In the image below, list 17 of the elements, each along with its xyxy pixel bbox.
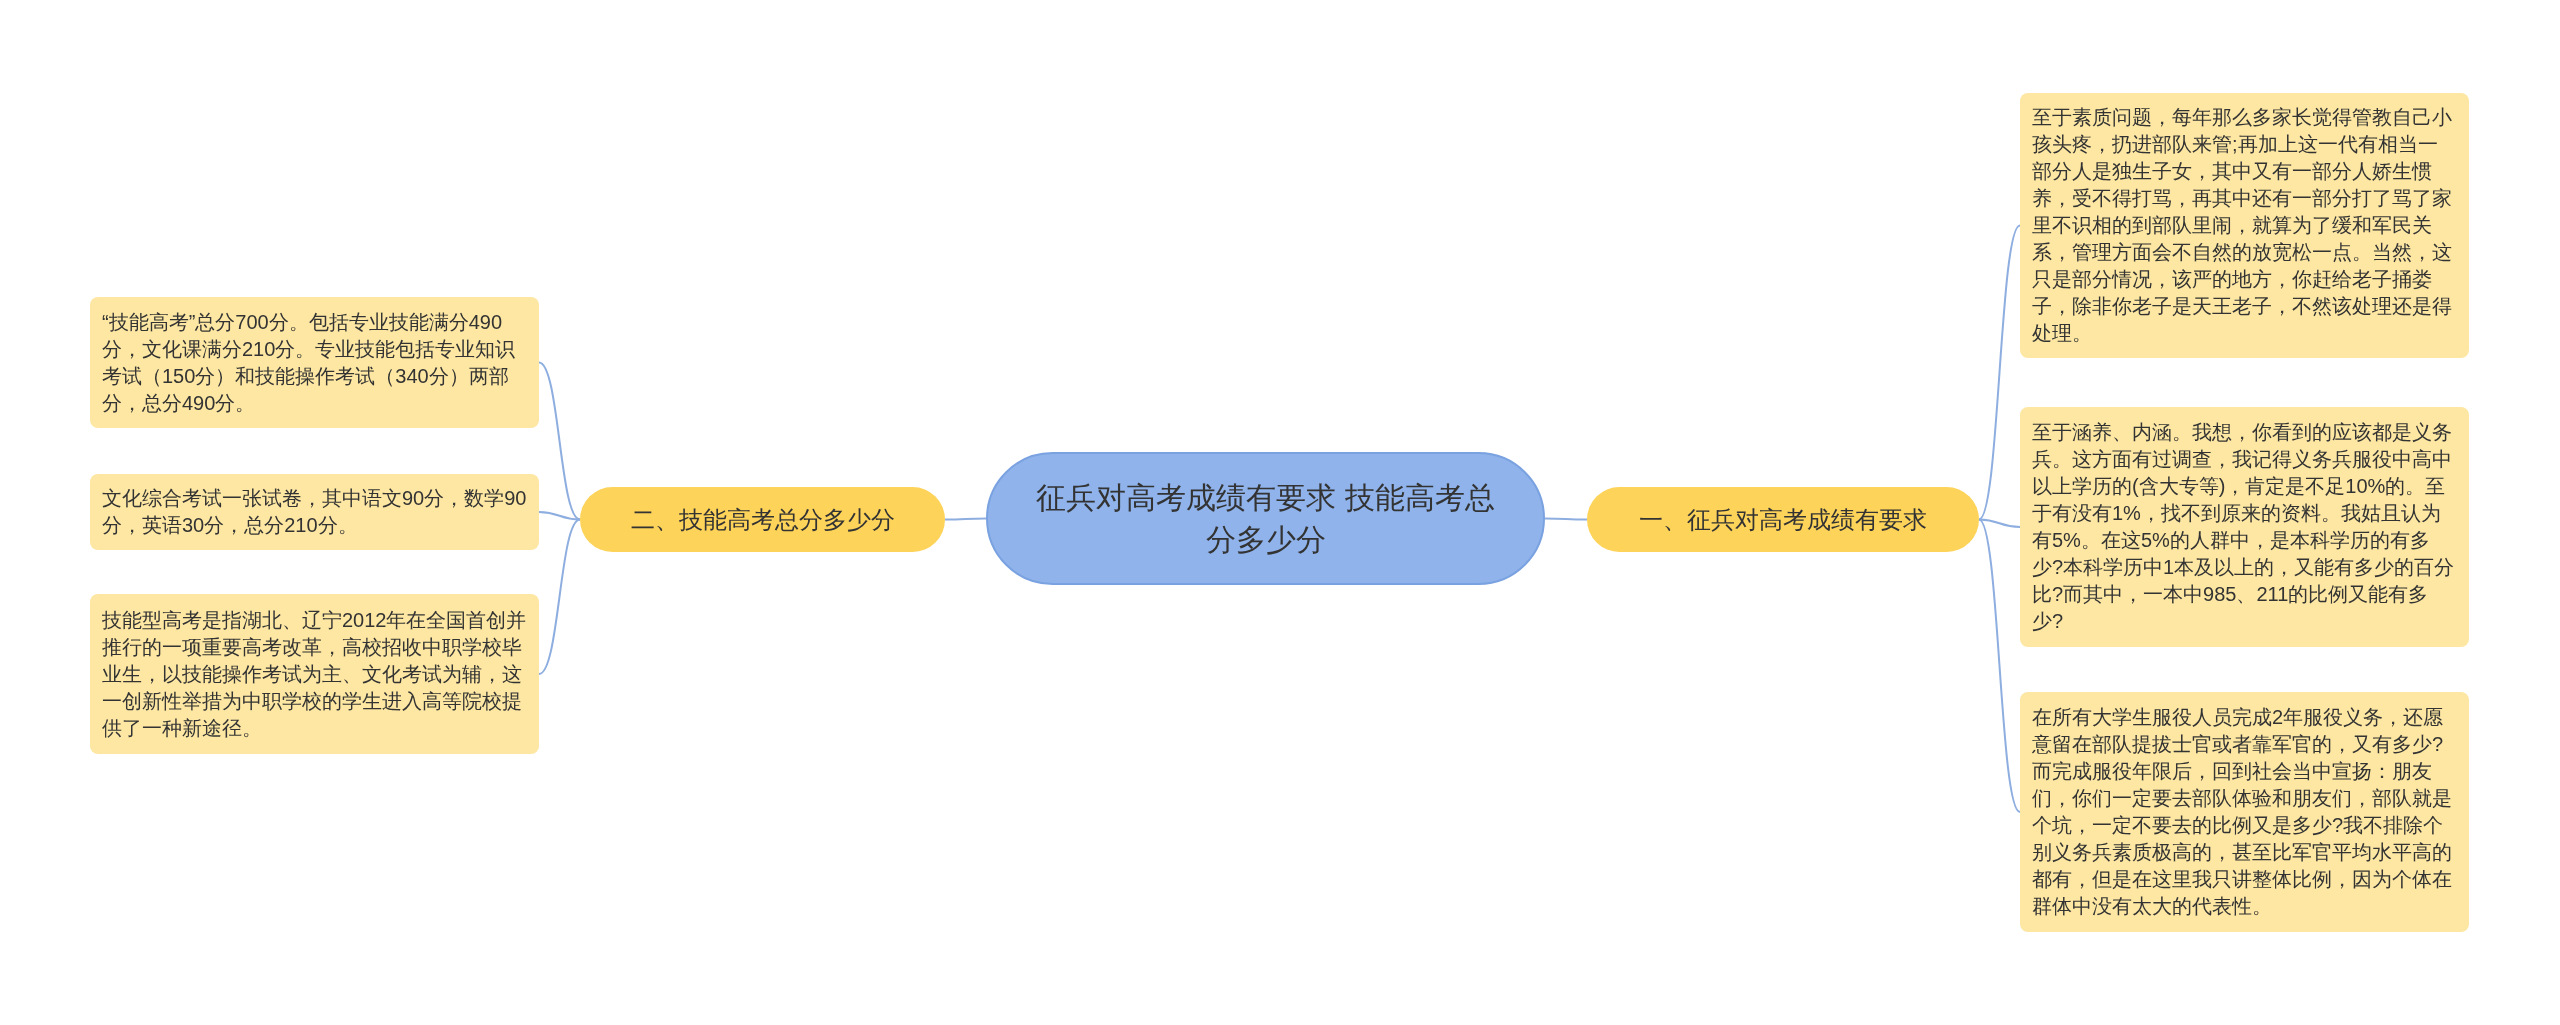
connector-line — [538, 361, 581, 521]
branch-node: 二、技能高考总分多少分 — [580, 487, 945, 552]
connector-line — [1544, 517, 1588, 521]
note-card: “技能高考”总分700分。包括专业技能满分490分，文化课满分210分。专业技能包括专业知识考试（150分）和技能操作考试（340分）两部分，总分490分。 — [90, 297, 539, 428]
connector-line — [538, 511, 581, 521]
branch-node: 一、征兵对高考成绩有要求 — [1587, 487, 1979, 552]
note-card: 至于素质问题，每年那么多家长觉得管教自己小孩头疼，扔进部队来管;再加上这一代有相当一部分人是独生子女，其中又有一部分人娇生惯养，受不得打骂，再其中还有一部分打了骂了家里不识相的到部队里闹，就算为了缓和军民关系，管理方面会不自然的放宽松一点。当然，这只是部分情况，该严的地方，你赶给老子捅娄子，除非你老子是天王老子，不然该处理还是得处理。 — [2020, 93, 2469, 358]
topic-node: 征兵对高考成绩有要求 技能高考总分多少分 — [986, 452, 1545, 585]
note-card: 至于涵养、内涵。我想，你看到的应该都是义务兵。这方面有过调查，我记得义务兵服役中高中以上学历的(含大专等)，肯定是不足10%的。至于有没有1%，找不到原来的资料。我姑且认为有5%。在这5%的人群中，是本科学历的有多少?本科学历中1本及以上的，又能有多少的百分比?而其中，一本中985、211的比例又能有多少? — [2020, 407, 2469, 647]
connector-line — [538, 518, 581, 675]
connector-line — [1978, 518, 2021, 528]
connector-line — [944, 517, 987, 521]
note-card: 文化综合考试一张试卷，其中语文90分，数学90分，英语30分，总分210分。 — [90, 474, 539, 550]
connector-line — [1978, 518, 2021, 813]
note-card: 技能型高考是指湖北、辽宁2012年在全国首创并推行的一项重要高考改革，高校招收中职学校毕业生，以技能操作考试为主、文化考试为辅，这一创新性举措为中职学校的学生进入高等院校提供了一种新途径。 — [90, 594, 539, 754]
note-card: 在所有大学生服役人员完成2年服役义务，还愿意留在部队提拔士官或者靠军官的，又有多少?而完成服役年限后，回到社会当中宣扬：朋友们，你们一定要去部队体验和朋友们，部队就是个坑，一定不要去的比例又是多少?我不排除个别义务兵素质极高的，甚至比军官平均水平高的都有，但是在这里我只讲整体比例，因为个体在群体中没有太大的代表性。 — [2020, 692, 2469, 932]
connector-line — [1978, 224, 2021, 521]
